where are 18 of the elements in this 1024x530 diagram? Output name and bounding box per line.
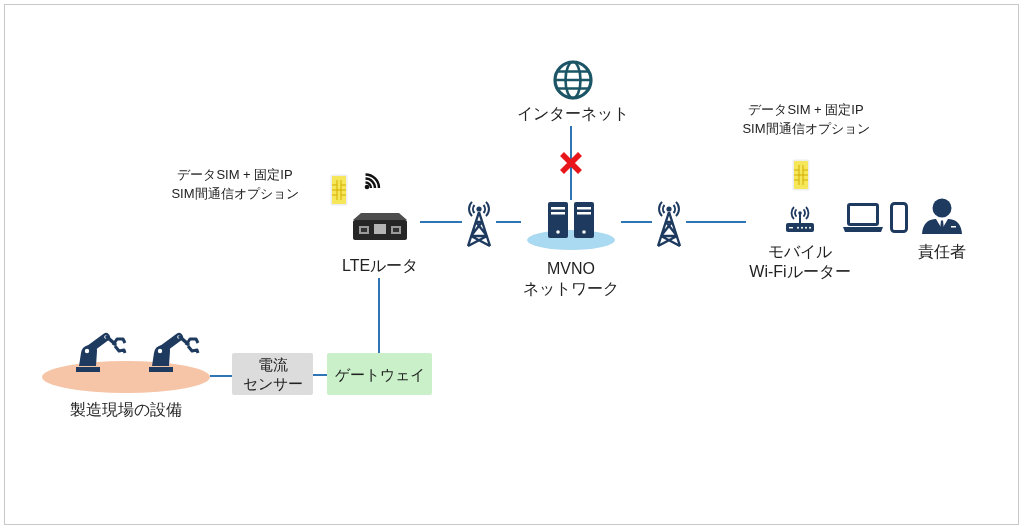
- connector-line: [378, 277, 380, 354]
- node-label: 製造現場の設備: [70, 400, 182, 420]
- node-label: LTEルータ: [341, 256, 419, 276]
- note-text: データSIM + 固定IP SIM間通信オプション: [741, 101, 871, 138]
- connector-line: [209, 375, 233, 377]
- connector-line: [495, 221, 522, 223]
- connector-line: [419, 221, 463, 223]
- process-box: ゲートウェイ: [327, 353, 432, 395]
- node-label: インターネット: [517, 104, 629, 124]
- connector-line: [312, 374, 328, 376]
- process-box: 電流センサー: [232, 353, 313, 395]
- connector-line: [620, 221, 653, 223]
- node-label: MVNO ネットワーク: [522, 259, 620, 299]
- node-label: 責任者: [918, 242, 966, 262]
- connector-line: [685, 221, 747, 223]
- note-text: データSIM + 固定IP SIM間通信オプション: [170, 166, 300, 203]
- connector-line: [570, 125, 572, 201]
- node-label: モバイル Wi-Fiルーター: [749, 242, 851, 282]
